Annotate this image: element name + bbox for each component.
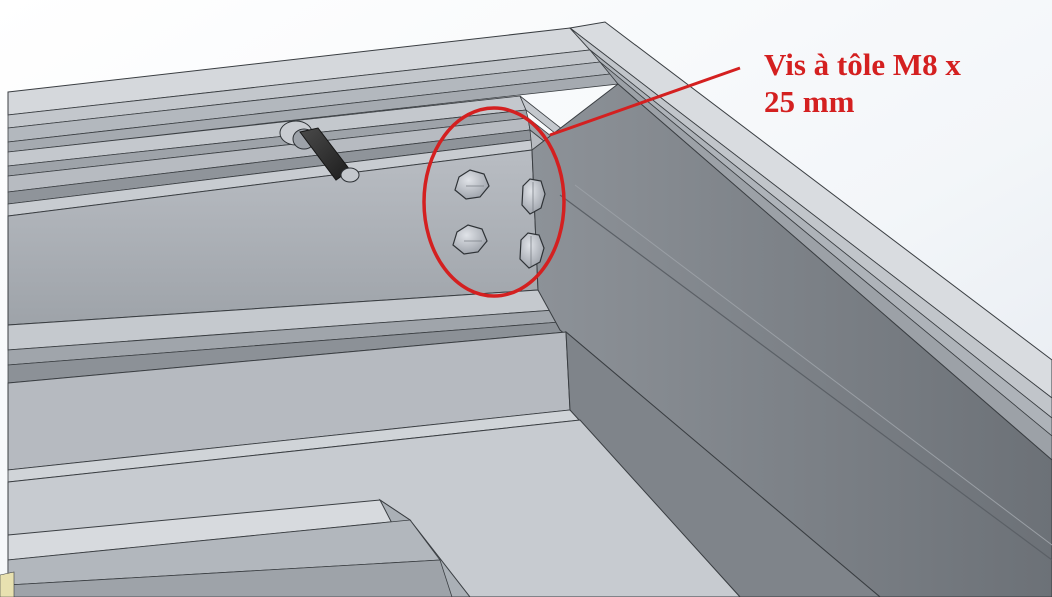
hex-bolt-top-left — [454, 169, 490, 200]
hex-bolt-bottom-left — [452, 224, 488, 255]
threaded-stud — [279, 120, 360, 183]
callout-leader-line — [549, 66, 741, 137]
hex-bolt-bottom-right — [519, 232, 545, 269]
side-rail — [519, 21, 1052, 597]
callout-label: Vis à tôle M8 x 25 mm — [764, 47, 961, 119]
inner-frame — [0, 330, 881, 597]
hex-bolt-top-right — [521, 178, 546, 215]
callout-ellipse — [422, 106, 566, 298]
